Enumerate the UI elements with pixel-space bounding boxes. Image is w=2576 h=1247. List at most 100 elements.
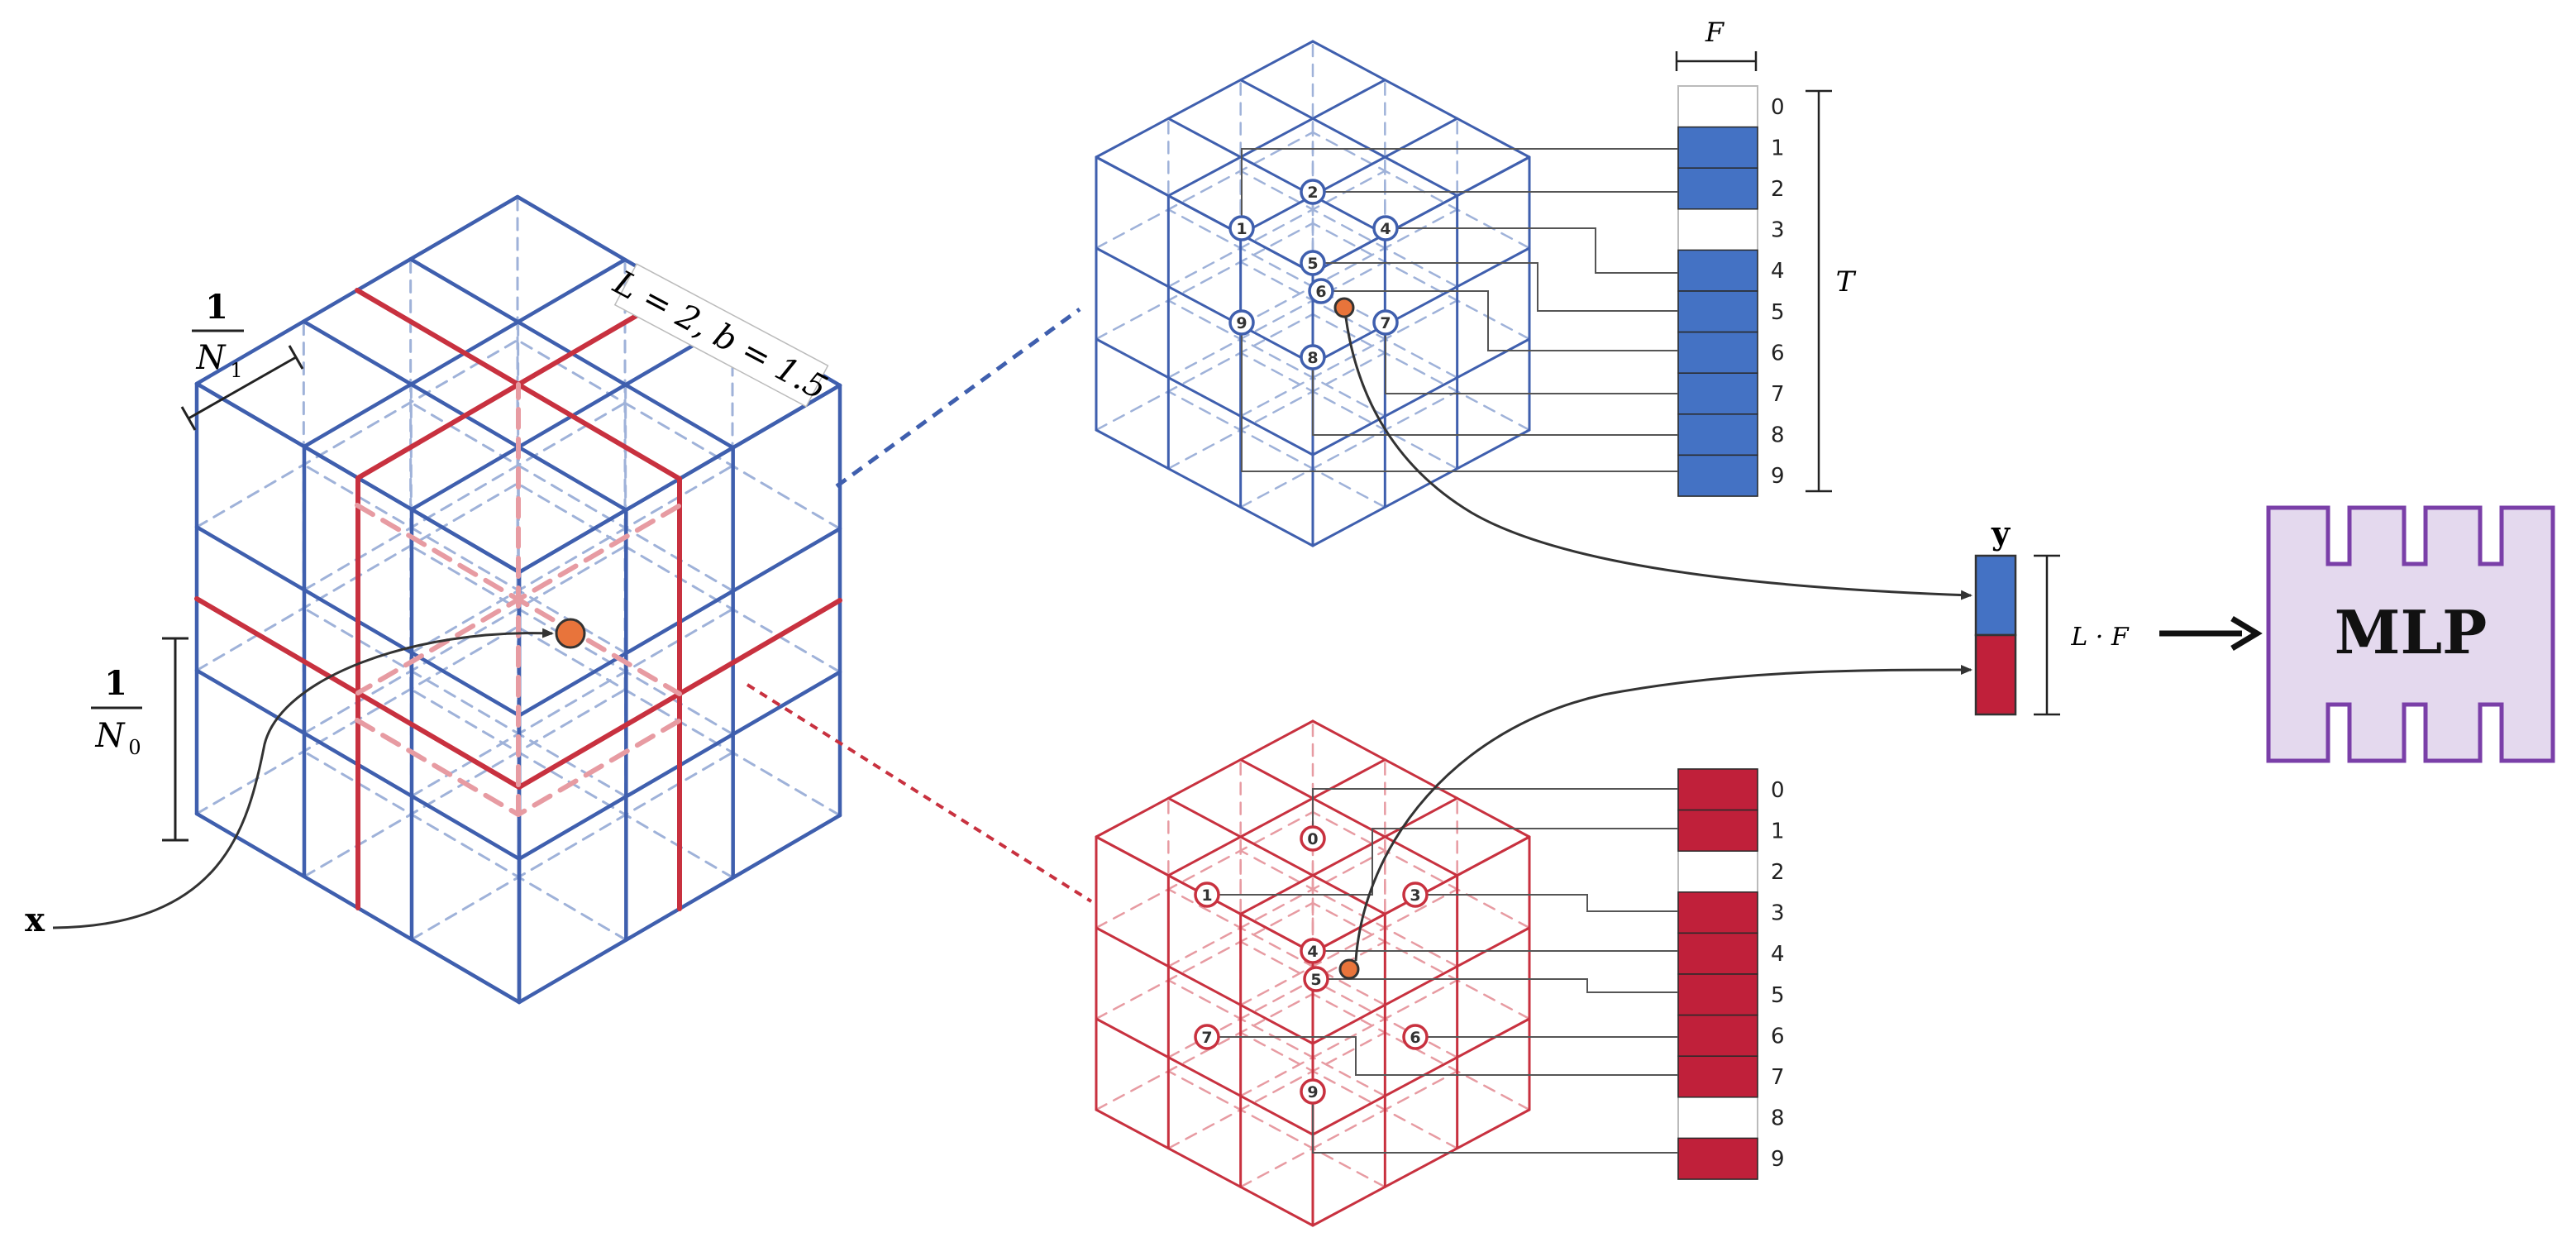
vertex-node: 0 (1300, 825, 1326, 852)
n1-bracket (180, 345, 304, 431)
hidden-line (302, 606, 627, 798)
table-row-index: 6 (1771, 1024, 1785, 1049)
vertex-node: 8 (1300, 344, 1326, 370)
n0-subscript: 0 (128, 736, 141, 759)
hidden-line (1311, 901, 1531, 1020)
edge-line (1095, 1017, 1314, 1136)
y-blue-segment (1974, 554, 2017, 637)
vertex-node: 5 (1303, 966, 1329, 992)
vertex-node: 1 (1228, 215, 1255, 241)
edge-line (1095, 155, 1314, 275)
vertex-node-label: 7 (1380, 314, 1391, 332)
n0-bracket (162, 637, 188, 842)
vertex-node: 7 (1194, 1024, 1220, 1050)
mlp-block (2266, 505, 2555, 763)
hash-mapping-line (1312, 788, 1678, 838)
hash-mapping-line (1385, 322, 1678, 394)
vertex-node: 7 (1372, 309, 1399, 336)
main-cube (194, 194, 842, 1005)
hidden-line (1167, 1031, 1386, 1149)
hidden-line (516, 338, 842, 530)
table-cell (1677, 331, 1758, 374)
vertex-node-label: 5 (1310, 971, 1321, 989)
edge-line (1311, 428, 1531, 547)
red-hash-lines (1207, 788, 1678, 1154)
y-size-bracket (2034, 554, 2060, 716)
main-cube-red-grid (194, 288, 842, 911)
hidden-line (195, 338, 519, 528)
hidden-line (1239, 849, 1458, 967)
table-row-index: 1 (1771, 819, 1785, 843)
hidden-line (1167, 849, 1386, 967)
hidden-line (1167, 390, 1386, 509)
vertex-node-label: 4 (1380, 220, 1391, 238)
hidden-line (1239, 1070, 1458, 1188)
hidden-line (1311, 992, 1531, 1111)
connector-blue (835, 307, 1081, 489)
red-hidden-line (355, 718, 521, 817)
hidden-line (1239, 170, 1458, 288)
table-row-index: 5 (1771, 300, 1785, 325)
vertex-node-label: 4 (1307, 943, 1318, 961)
hidden-line (1239, 390, 1458, 509)
vertex-node: 3 (1402, 882, 1429, 908)
edge-line (1311, 1017, 1531, 1136)
table-row-index: 7 (1771, 1065, 1785, 1090)
table-row-index: 2 (1771, 177, 1785, 202)
edge-line (1095, 719, 1314, 838)
n0-label: 1 N 0 (91, 664, 142, 759)
hash-mapping-line (1312, 1092, 1678, 1154)
vertex-node-label: 1 (1201, 886, 1212, 905)
table-row-index: 3 (1771, 218, 1785, 243)
hidden-line (1239, 260, 1458, 379)
n1-denominator: N (196, 339, 227, 377)
hidden-line (1095, 901, 1314, 1020)
edge-line (1311, 246, 1531, 366)
hidden-line (409, 401, 735, 593)
hash-mapping-line (1241, 148, 1678, 228)
hash-mapping-line (1207, 828, 1678, 896)
table-cell (1677, 167, 1758, 210)
hidden-line (1095, 992, 1314, 1111)
output-y-label: y (1991, 514, 2011, 552)
edge-line (1166, 79, 1386, 198)
n1-numerator: 1 (205, 288, 228, 327)
table-cell (1677, 768, 1758, 811)
hidden-line (1239, 299, 1458, 418)
query-point-blue (1333, 297, 1355, 318)
table-cell (1677, 809, 1758, 852)
vertex-node-label: 6 (1410, 1029, 1420, 1047)
hidden-line (1095, 313, 1314, 432)
table-row-index: 6 (1771, 341, 1785, 366)
hidden-line (1239, 1031, 1458, 1149)
connector-red (746, 683, 1093, 903)
params-label-box: L = 2, b = 1.5 (607, 263, 833, 408)
edge-line (1095, 337, 1314, 456)
hash-mapping-line (1323, 978, 1678, 993)
y-to-mlp-arrowhead (2230, 615, 2263, 652)
mlp-label: MLP (2335, 597, 2487, 667)
input-x-label: x (25, 901, 45, 939)
edge-line (1311, 40, 1531, 159)
table-cell (1677, 290, 1758, 333)
hidden-line (1095, 222, 1314, 341)
n1-label: 1 N 1 (192, 288, 244, 382)
table-cell (1677, 932, 1758, 975)
vertex-node-label: 9 (1236, 314, 1247, 332)
table-cell (1677, 454, 1758, 497)
edge-line (1239, 117, 1459, 236)
hidden-line (1167, 1070, 1386, 1188)
red-to-y-arrow (1354, 665, 1973, 962)
vertex-node: 6 (1402, 1024, 1429, 1050)
hidden-line (1167, 299, 1386, 418)
edge-line (1311, 1108, 1531, 1227)
table-row-index: 1 (1771, 136, 1785, 160)
edge-line (1166, 758, 1386, 877)
query-point-main (555, 618, 586, 649)
table-row-index: 9 (1771, 464, 1785, 489)
table-cell (1677, 973, 1758, 1016)
hash-mapping-line (1312, 357, 1678, 436)
